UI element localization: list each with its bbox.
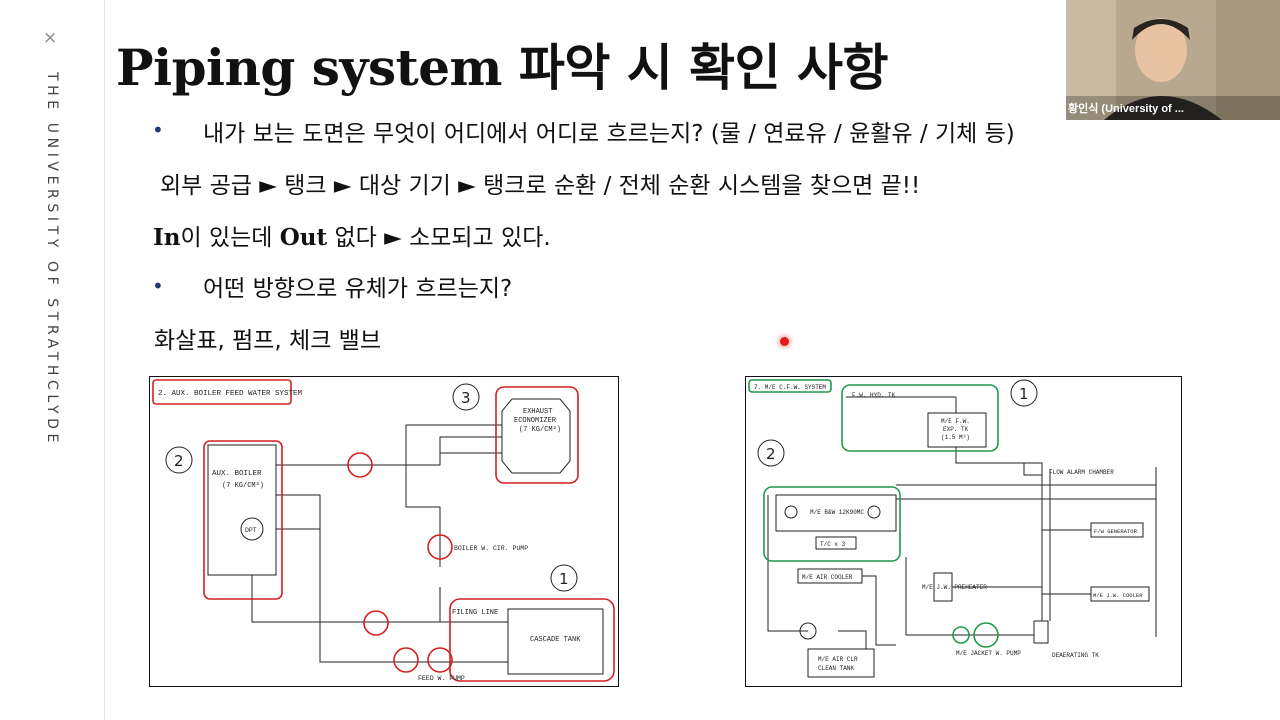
hyd-tank-label: F.W. HYD. TK xyxy=(852,392,896,399)
participant-video-frame xyxy=(1066,0,1280,120)
flow-alarm-label: FLOW ALARM CHAMBER xyxy=(1049,469,1114,476)
air-clr-label-1: M/E AIR CLR xyxy=(818,656,858,663)
participant-video[interactable] xyxy=(1066,0,1280,120)
number-2: 2 xyxy=(766,445,776,463)
fw-generator-label: F/W GENERATOR xyxy=(1094,528,1138,535)
participant-name: 황인식 (University of ... xyxy=(1068,103,1184,115)
text-line-2: 외부 공급 ► 탱크 ► 대상 기기 ► 탱크로 순환 / 전체 순환 시스템을… xyxy=(160,173,921,199)
text-line-3: In이 있는데 Out 없다 ► 소모되고 있다. xyxy=(153,218,551,252)
close-icon[interactable]: × xyxy=(43,28,58,48)
boiler-diagram-svg: 2. AUX. BOILER FEED WATER SYSTEM AUX. BO… xyxy=(152,379,615,682)
number-3: 3 xyxy=(461,389,471,407)
economizer-label-1: EXHAUST xyxy=(523,408,552,416)
air-cooler-label: M/E AIR COOLER xyxy=(802,574,853,581)
text-line-3b: 이 있는데 xyxy=(180,225,280,251)
engine-label: M/E B&W 12K90MC xyxy=(810,509,864,516)
pump-label: BOILER W. CIR. PUMP xyxy=(454,545,528,552)
exp-tank-label-3: (1.5 M³) xyxy=(941,434,970,441)
cfw-diagram-svg: 7. M/E C.F.W. SYSTEM F.W. HYD. TK M/E F.… xyxy=(748,379,1157,678)
number-1: 1 xyxy=(1019,385,1029,403)
dpt-label: DPT xyxy=(245,527,257,534)
number-2: 2 xyxy=(174,452,184,470)
in-word: In xyxy=(153,224,181,251)
boiler-feed-water-diagram: 2. AUX. BOILER FEED WATER SYSTEM AUX. BO… xyxy=(149,376,619,687)
jacket-pump-label: M/E JACKET W. PUMP xyxy=(956,650,1021,657)
number-1: 1 xyxy=(559,570,569,588)
exp-tank-label-2: EXP. TK xyxy=(943,426,969,433)
bullet-icon: • xyxy=(152,118,164,142)
boiler-label: AUX. BOILER xyxy=(212,470,262,478)
cascade-tank-label: CASCADE TANK xyxy=(530,636,581,644)
air-clr-label-2: CLEAN TANK xyxy=(818,665,854,672)
text-line-1: 내가 보는 도면은 무엇이 어디에서 어디로 흐르는지? (물 / 연료유 / … xyxy=(203,121,1015,147)
out-word: Out xyxy=(279,224,328,251)
text-line-5: 화살표, 펌프, 체크 밸브 xyxy=(154,328,381,354)
laser-pointer xyxy=(780,337,789,346)
bullet-icon: • xyxy=(152,274,164,298)
slide-title: Piping system 파악 시 확인 사항 xyxy=(116,38,889,97)
university-logo-text: THE UNIVERSITY OF STRATHCLYDE xyxy=(44,72,60,447)
cfw-system-diagram: 7. M/E C.F.W. SYSTEM F.W. HYD. TK M/E F.… xyxy=(745,376,1182,687)
sidebar: × THE UNIVERSITY OF STRATHCLYDE xyxy=(0,0,105,720)
diagram-title: 2. AUX. BOILER FEED WATER SYSTEM xyxy=(158,390,303,398)
jw-cooler-label: M/E J.W. COOLER xyxy=(1093,592,1143,599)
jw-preheater-label: M/E J.W. PREHEATER xyxy=(922,584,987,591)
tc-label: T/C x 3 xyxy=(820,541,846,548)
feed-pump-label: FEED W. PUMP xyxy=(418,675,465,682)
exp-tank-label-1: M/E F.W. xyxy=(941,418,970,425)
boiler-pressure: (7 KG/CM²) xyxy=(222,482,264,490)
text-line-4: 어떤 방향으로 유체가 흐르는지? xyxy=(203,276,513,302)
economizer-label-2: ECONOMIZER xyxy=(514,417,557,425)
economizer-label-3: (7 KG/CM²) xyxy=(519,426,561,434)
diagram-title: 7. M/E C.F.W. SYSTEM xyxy=(754,384,826,391)
filling-line-label: FILING LINE xyxy=(452,609,498,617)
text-line-3d: 없다 ► 소모되고 있다. xyxy=(327,225,551,251)
deaerating-label: DEAERATING TK xyxy=(1052,652,1099,659)
